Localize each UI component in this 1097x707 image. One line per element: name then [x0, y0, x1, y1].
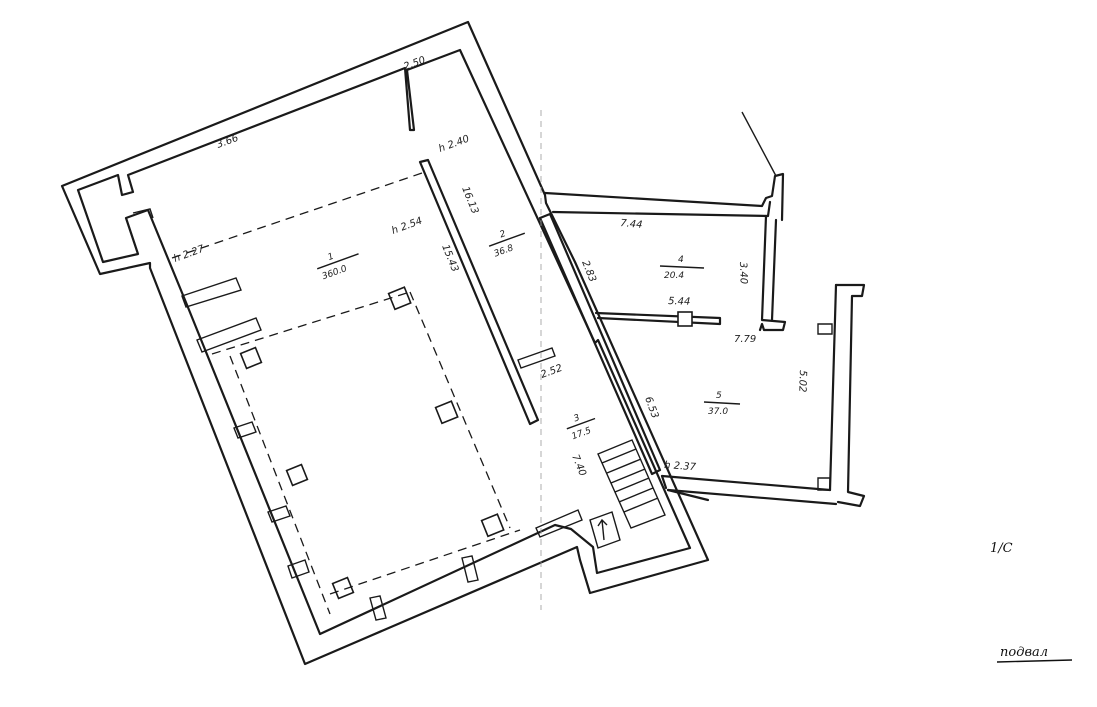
partition-left	[418, 158, 540, 426]
svg-text:1: 1	[327, 252, 336, 263]
room4-right-wall2	[770, 218, 778, 322]
dim-label: 7.44	[620, 218, 643, 231]
beam-left	[229, 355, 331, 615]
beam-lines	[171, 171, 521, 615]
hall-niches	[181, 277, 479, 621]
svg-text:20.4: 20.4	[664, 271, 684, 281]
annex-chimney	[741, 111, 777, 177]
svg-text:2: 2	[498, 229, 507, 240]
svg-text:17.5: 17.5	[570, 426, 593, 442]
annex-walls	[543, 111, 866, 508]
annex-top-inner	[551, 200, 772, 218]
partition-right	[538, 212, 662, 476]
beam-bottom	[329, 529, 521, 595]
room-4-label: 4 20.4	[659, 255, 705, 281]
corridor-partition	[418, 158, 662, 538]
dim-label: h 2.40	[437, 134, 471, 155]
main-inner-wall	[76, 48, 692, 636]
room5-bottom-wall	[660, 474, 838, 506]
dim-label: 2.50	[402, 55, 427, 73]
stair-arrow	[597, 518, 608, 541]
room5-left-joint	[660, 474, 710, 502]
dim-label: 3.66	[215, 133, 240, 151]
beam-middle	[211, 291, 411, 355]
room-labels: 1 360.0 2 36.8 3 17.5 4 20.4 5 37.0	[316, 229, 741, 442]
corridor-door	[517, 347, 556, 369]
svg-text:3: 3	[572, 413, 581, 424]
column	[387, 286, 412, 311]
columns	[239, 286, 505, 600]
beam-right	[409, 291, 511, 529]
floor-label-underline	[996, 659, 1073, 663]
column	[480, 513, 505, 538]
svg-text:37.0: 37.0	[708, 407, 728, 417]
column	[434, 400, 459, 425]
dim-label: 7.40	[569, 453, 588, 478]
annex-top-wall	[543, 172, 785, 222]
dim-label: h 2.27	[172, 243, 206, 264]
svg-text:5: 5	[716, 391, 722, 401]
svg-text:4: 4	[678, 255, 684, 265]
corner-mark: 1/С	[990, 541, 1013, 556]
dim-label: 5.02	[796, 370, 808, 393]
left-entry-wall	[132, 208, 154, 219]
floor-label: подвал	[1000, 645, 1048, 660]
staircase	[589, 439, 666, 549]
beam-upper	[171, 171, 426, 259]
partition-post	[677, 311, 693, 327]
dim-label: h 2.54	[390, 216, 424, 237]
room-5-label: 5 37.0	[703, 391, 741, 417]
dim-label: 3.40	[737, 262, 749, 285]
room-2-label: 2 36.8	[488, 229, 526, 260]
room-1-label: 1 360.0	[316, 252, 359, 282]
dim-label: 16.13	[459, 185, 480, 216]
column	[331, 576, 355, 600]
corridor-end	[535, 509, 583, 538]
room-3-label: 3 17.5	[566, 413, 596, 442]
dim-label: h 2.37	[664, 460, 697, 473]
dim-label: 7.79	[734, 334, 756, 345]
partition-4-5	[594, 311, 722, 326]
room5-right-wall	[834, 283, 866, 508]
room4-right-wall	[758, 214, 787, 332]
dim-label: 5.44	[668, 296, 691, 308]
svg-text:36.8: 36.8	[493, 243, 516, 259]
main-building-walls	[60, 20, 710, 666]
dim-label: 2.52	[539, 363, 564, 381]
column	[285, 463, 309, 487]
main-outer-wall	[60, 20, 710, 666]
column	[239, 346, 263, 370]
room5-right-inner	[828, 283, 838, 492]
